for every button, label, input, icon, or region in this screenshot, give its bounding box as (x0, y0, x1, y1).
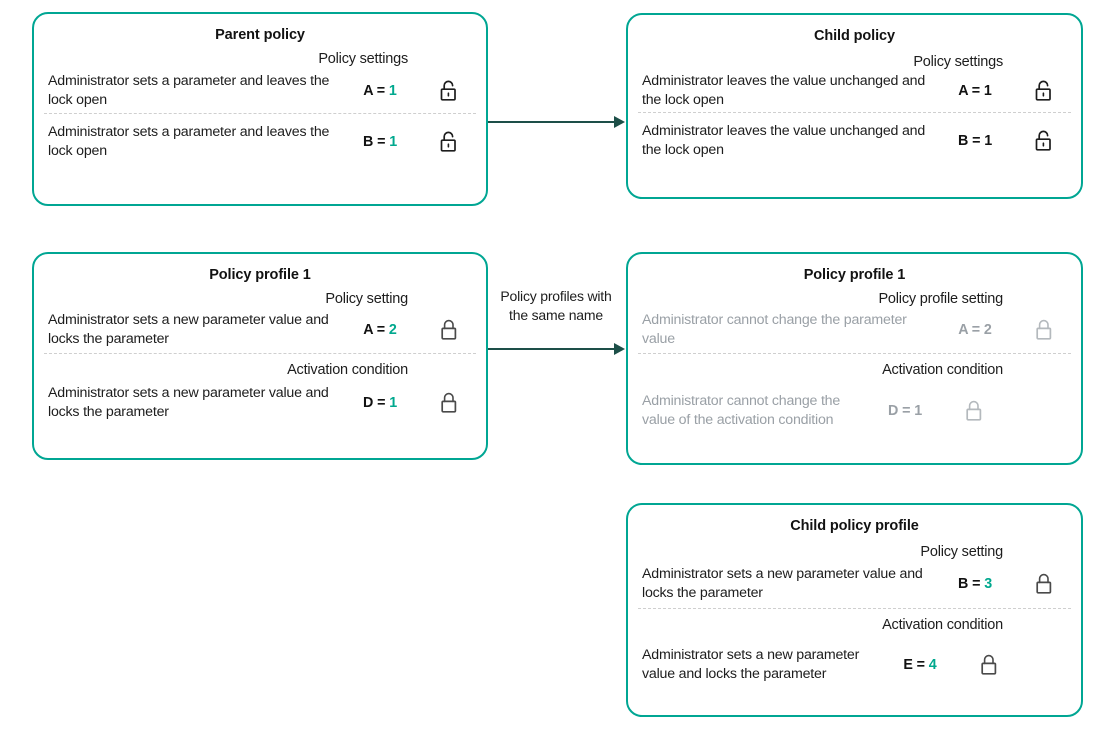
row-value: B = 3 (927, 576, 1023, 592)
row-value: B = 1 (927, 133, 1023, 149)
row-description: Administrator leaves the value unchanged… (642, 73, 926, 108)
policy-arrow-line (488, 121, 616, 123)
row-description: Administrator sets a new parameter value… (642, 566, 923, 601)
locked-icon (953, 399, 997, 423)
value-number: 1 (983, 83, 992, 99)
value-equals: = (377, 395, 386, 411)
value-label: E (903, 657, 913, 673)
row-description: Administrator sets a new parameter value… (48, 385, 329, 420)
value-equals: = (376, 83, 386, 99)
row-divider (638, 353, 1071, 354)
section-heading: Policy setting (325, 291, 408, 307)
value-number: 1 (388, 83, 397, 99)
unlocked-icon (428, 79, 472, 103)
value-number: 1 (984, 133, 993, 149)
card-title: Child policy (814, 28, 895, 44)
row-value: D = 1 (332, 395, 428, 411)
value-number: 1 (389, 395, 398, 411)
table-row: Administrator sets a parameter and leave… (34, 118, 486, 166)
card-policy-profile-1-target: Policy profile 1 Policy profile setting … (626, 252, 1083, 465)
table-row: Administrator sets a new parameter value… (628, 633, 1081, 697)
value-label: D (362, 395, 374, 411)
row-value: B = 1 (332, 134, 428, 150)
unlocked-icon (1023, 79, 1067, 103)
card-title: Child policy profile (790, 518, 919, 534)
section-heading: Policy settings (318, 51, 408, 67)
policy-arrow-head (614, 116, 625, 128)
table-row: Administrator leaves the value unchanged… (628, 117, 1081, 165)
locked-icon (1023, 318, 1067, 342)
card-parent-policy: Parent policy Policy settings Administra… (32, 12, 488, 206)
value-label: B (362, 134, 374, 150)
value-number: 4 (928, 657, 937, 673)
table-row: Administrator sets a new parameter value… (34, 378, 486, 428)
value-equals: = (972, 576, 981, 592)
value-label: B (957, 133, 969, 149)
table-row: Administrator cannot change the paramete… (628, 307, 1081, 353)
unlocked-icon (428, 130, 472, 154)
row-description: Administrator sets a new parameter value… (642, 647, 860, 682)
row-divider (638, 112, 1071, 113)
profile-arrow-label: Policy profiles with the same name (500, 288, 612, 323)
value-equals: = (376, 322, 386, 338)
row-divider (638, 608, 1071, 609)
section-heading: Activation condition (882, 362, 1003, 378)
locked-icon (428, 391, 472, 415)
table-row: Administrator sets a new parameter value… (628, 560, 1081, 608)
value-number: 1 (914, 403, 923, 419)
row-divider (44, 353, 476, 354)
row-value: A = 2 (927, 322, 1023, 338)
row-description: Administrator sets a parameter and leave… (48, 73, 330, 108)
row-value: A = 1 (927, 83, 1023, 99)
value-equals: = (971, 322, 981, 338)
section-heading: Policy setting (920, 544, 1003, 560)
value-number: 3 (984, 576, 993, 592)
card-title: Policy profile 1 (209, 267, 311, 283)
value-label: D (887, 403, 899, 419)
value-equals: = (902, 403, 911, 419)
row-value: A = 1 (332, 83, 428, 99)
unlocked-icon (1023, 129, 1067, 153)
table-row: Administrator sets a parameter and leave… (34, 69, 486, 113)
row-value: A = 2 (332, 322, 428, 338)
value-label: A (363, 83, 373, 99)
value-number: 1 (389, 134, 398, 150)
row-description: Administrator sets a new parameter value… (48, 312, 329, 347)
value-equals: = (971, 83, 981, 99)
value-equals: = (972, 133, 981, 149)
locked-icon (1023, 572, 1067, 596)
card-title: Parent policy (215, 27, 305, 43)
section-heading: Activation condition (287, 362, 408, 378)
card-child-policy-profile: Child policy profile Policy setting Admi… (626, 503, 1083, 717)
value-label: A (363, 322, 373, 338)
locked-icon (428, 318, 472, 342)
table-row: Administrator cannot change the value of… (628, 378, 1081, 444)
section-heading: Policy profile setting (878, 291, 1003, 307)
row-description: Administrator leaves the value unchanged… (642, 123, 926, 158)
row-value: E = 4 (872, 657, 968, 673)
table-row: Administrator leaves the value unchanged… (628, 70, 1081, 112)
value-equals: = (377, 134, 386, 150)
section-heading: Activation condition (882, 617, 1003, 633)
value-label: B (957, 576, 969, 592)
value-number: 2 (983, 322, 992, 338)
locked-icon (968, 653, 1012, 677)
row-description: Administrator cannot change the paramete… (642, 312, 907, 347)
card-policy-profile-1-source: Policy profile 1 Policy setting Administ… (32, 252, 488, 460)
profile-arrow-head (614, 343, 625, 355)
row-divider (44, 113, 476, 114)
section-heading: Policy settings (913, 54, 1003, 70)
value-label: A (958, 322, 968, 338)
card-child-policy: Child policy Policy settings Administrat… (626, 13, 1083, 199)
row-value: D = 1 (857, 403, 953, 419)
value-equals: = (916, 657, 925, 673)
row-description: Administrator cannot change the value of… (642, 393, 841, 428)
row-description: Administrator sets a parameter and leave… (48, 124, 330, 159)
profile-arrow-line (488, 348, 616, 350)
value-label: A (958, 83, 968, 99)
value-number: 2 (388, 322, 397, 338)
card-title: Policy profile 1 (803, 267, 906, 283)
table-row: Administrator sets a new parameter value… (34, 307, 486, 353)
